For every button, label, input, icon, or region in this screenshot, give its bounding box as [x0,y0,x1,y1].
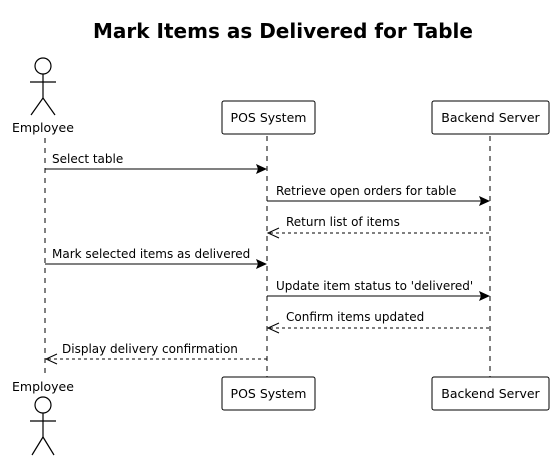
arrowhead-icon [256,164,267,174]
pos-box-top [221,100,316,135]
pos-label-bottom: POS System [231,386,307,401]
message-1-label: Select table [52,152,123,166]
backend-box-top [431,100,550,135]
message-2-label: Retrieve open orders for table [276,184,456,198]
backend-participant-bottom: Backend Server [431,376,550,411]
actor-left-leg [31,436,44,456]
diagram-title: Mark Items as Delivered for Table [93,19,473,43]
actor-right-leg [42,97,56,116]
employee-label-bottom: Employee [12,379,74,394]
employee-actor-bottom: Employee [12,379,74,456]
arrowhead-icon [479,291,490,301]
open-arrowhead-icon [44,353,58,365]
message-2: Retrieve open orders for table [267,184,490,206]
pos-box-bottom [221,376,316,411]
employee-actor-top: Employee [12,57,74,135]
message-5-label: Update item status to 'delivered' [276,279,473,293]
message-5: Update item status to 'delivered' [267,279,490,301]
pos-participant-top: POS System [221,100,316,135]
message-4-label: Mark selected items as delivered [52,247,250,261]
message-7-label: Display delivery confirmation [62,342,238,356]
message-3-label: Return list of items [286,215,400,229]
actor-head [34,396,52,414]
pos-participant-bottom: POS System [221,376,316,411]
backend-participant-top: Backend Server [431,100,550,135]
message-6: Confirm items updated [266,310,490,334]
message-7: Display delivery confirmation [44,342,267,365]
message-3: Return list of items [266,215,490,239]
pos-label-top: POS System [231,110,307,125]
backend-box-bottom [431,376,550,411]
actor-left-leg [30,97,44,116]
backend-label-bottom: Backend Server [441,386,540,401]
actor-right-leg [42,436,55,456]
arrowhead-icon [479,196,490,206]
open-arrowhead-icon [266,322,280,334]
message-1: Select table [45,152,267,174]
message-4: Mark selected items as delivered [45,247,267,269]
actor-head [34,57,52,75]
backend-label-top: Backend Server [441,110,540,125]
message-6-label: Confirm items updated [286,310,424,324]
employee-label-top: Employee [12,120,74,135]
open-arrowhead-icon [266,227,280,239]
arrowhead-icon [256,259,267,269]
